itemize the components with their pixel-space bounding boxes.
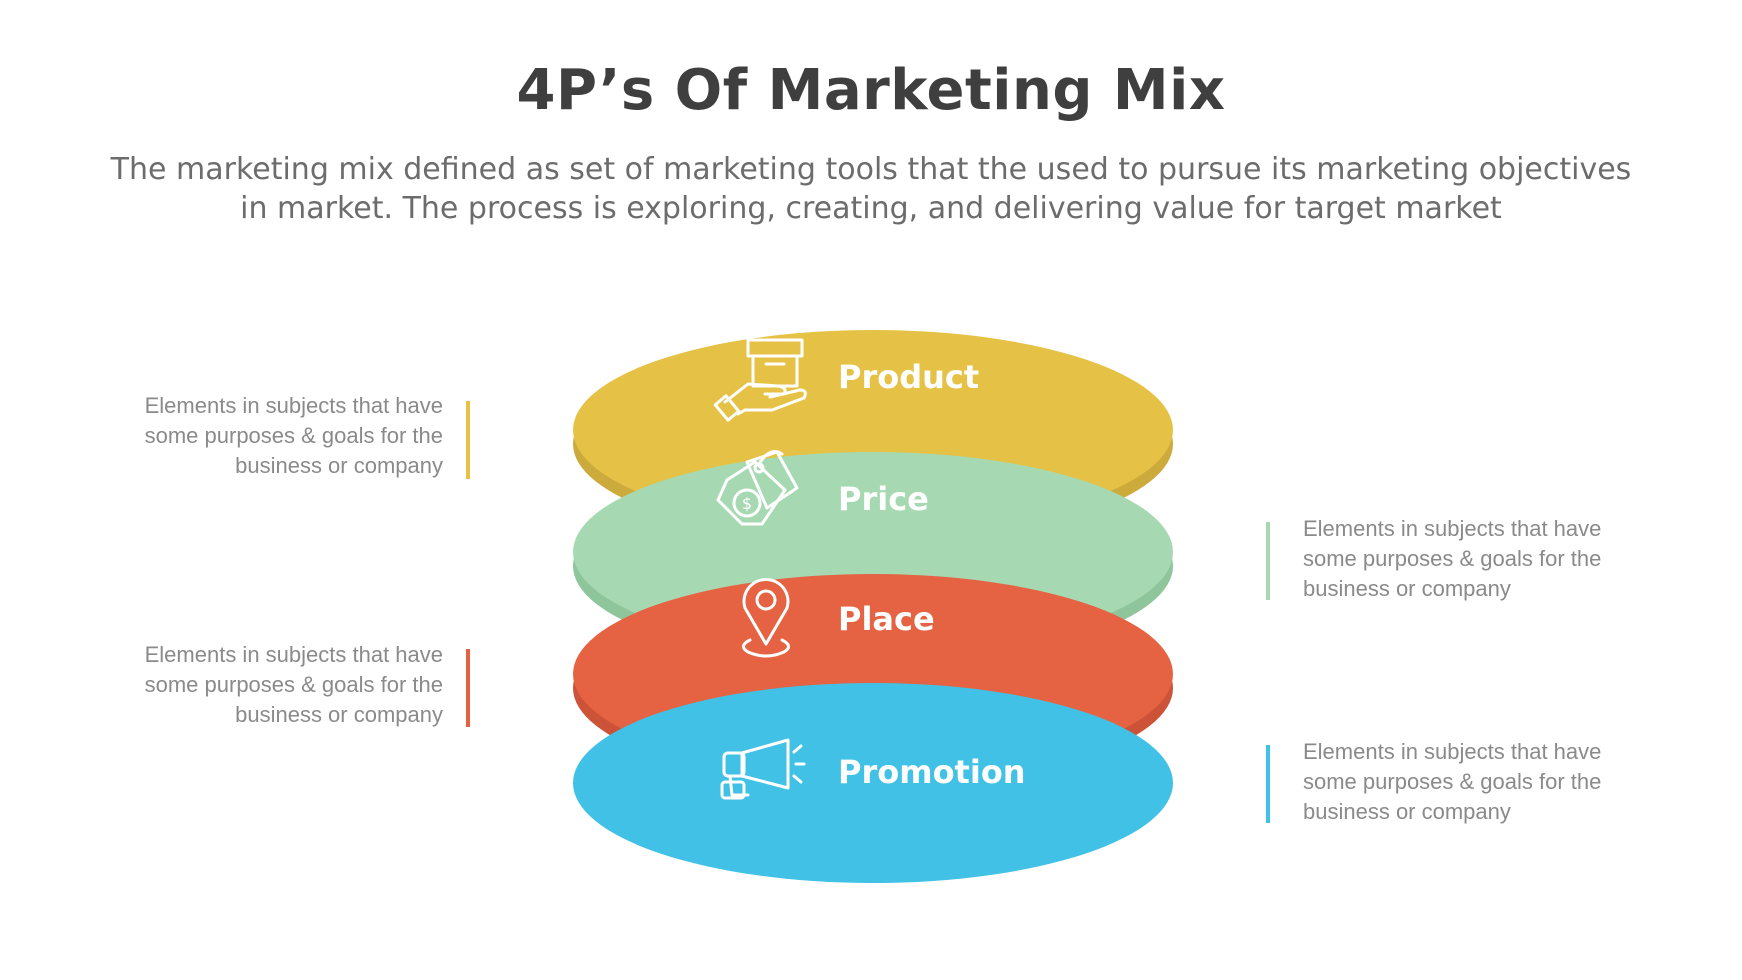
promotion-accent-bar: [1266, 745, 1270, 823]
layer-price-label: Price: [838, 480, 929, 518]
description-line: business or company: [1303, 576, 1511, 601]
description-line: some purposes & goals for the: [1303, 546, 1602, 571]
description-line: business or company: [235, 702, 443, 727]
layer-promotion: [573, 683, 1173, 883]
description-line: business or company: [235, 453, 443, 478]
subtitle-line-2: in market. The process is exploring, cre…: [240, 191, 1502, 226]
product-description: Elements in subjects that have some purp…: [143, 391, 443, 481]
layer-promotion-disc: [573, 683, 1173, 883]
place-accent-bar: [466, 649, 470, 727]
page-subtitle: The marketing mix defined as set of mark…: [80, 150, 1662, 228]
description-line: some purposes & goals for the: [144, 672, 443, 697]
svg-text:$: $: [742, 494, 752, 513]
subtitle-line-1: The marketing mix defined as set of mark…: [110, 152, 1632, 187]
description-line: Elements in subjects that have: [1303, 739, 1602, 764]
location-pin-icon: [742, 577, 790, 658]
price-accent-bar: [1266, 522, 1270, 600]
box-in-hand-icon: [713, 338, 807, 422]
price-description: Elements in subjects that have some purp…: [1303, 514, 1603, 604]
description-line: Elements in subjects that have: [144, 393, 443, 418]
product-accent-bar: [466, 401, 470, 479]
description-line: Elements in subjects that have: [144, 642, 443, 667]
promotion-description: Elements in subjects that have some purp…: [1303, 737, 1603, 827]
layer-promotion-label: Promotion: [838, 753, 1026, 791]
price-tag-icon: $: [716, 450, 799, 526]
layer-product-label: Product: [838, 358, 979, 396]
description-line: some purposes & goals for the: [1303, 769, 1602, 794]
description-line: some purposes & goals for the: [144, 423, 443, 448]
description-line: business or company: [1303, 799, 1511, 824]
description-line: Elements in subjects that have: [1303, 516, 1602, 541]
page-title: 4P’s Of Marketing Mix: [516, 58, 1226, 123]
layer-place-label: Place: [838, 600, 935, 638]
place-description: Elements in subjects that have some purp…: [143, 640, 443, 730]
megaphone-icon: [720, 738, 806, 800]
